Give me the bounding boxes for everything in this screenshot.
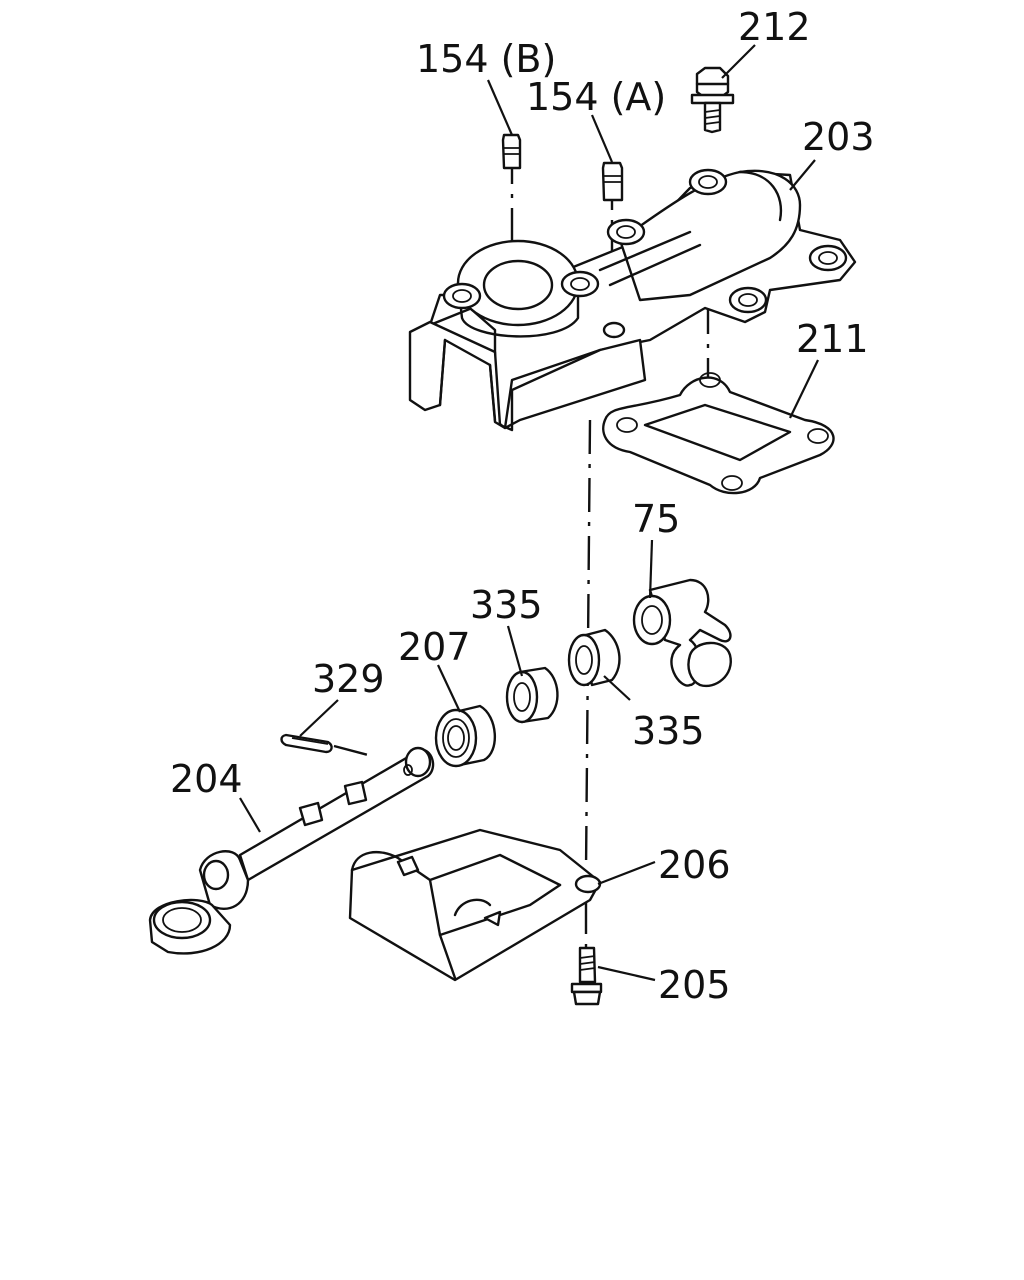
part-labels: 154 (B) 154 (A) 212 203 211 75 335 335 2… (170, 5, 875, 1007)
bracket-206[interactable] (348, 828, 602, 982)
label-212: 212 (738, 5, 811, 49)
label-204: 204 (170, 757, 243, 801)
pin-329[interactable] (280, 733, 333, 754)
label-211: 211 (796, 317, 869, 361)
bolt-212[interactable] (690, 66, 735, 134)
label-203: 203 (802, 115, 875, 159)
stud-154b[interactable] (501, 133, 522, 170)
label-154b: 154 (B) (416, 37, 556, 81)
stud-154a[interactable] (601, 161, 624, 202)
label-206: 206 (658, 843, 731, 887)
label-205: 205 (658, 963, 731, 1007)
label-329: 329 (312, 657, 385, 701)
bushing-335-left[interactable] (505, 666, 559, 724)
shift-shaft-204[interactable] (148, 746, 435, 955)
bolt-205[interactable] (570, 946, 603, 1006)
label-75: 75 (632, 497, 680, 541)
label-207: 207 (398, 625, 471, 669)
bushing-335-right[interactable] (567, 628, 621, 687)
cover-housing-203[interactable] (408, 168, 857, 432)
bearing-207[interactable] (434, 704, 497, 768)
lever-joint-75[interactable] (632, 578, 732, 688)
label-335-upper: 335 (470, 583, 543, 627)
label-154a: 154 (A) (526, 75, 666, 119)
gasket-211[interactable] (602, 372, 835, 495)
label-335-lower: 335 (632, 709, 705, 753)
leader-lines (239, 44, 819, 982)
